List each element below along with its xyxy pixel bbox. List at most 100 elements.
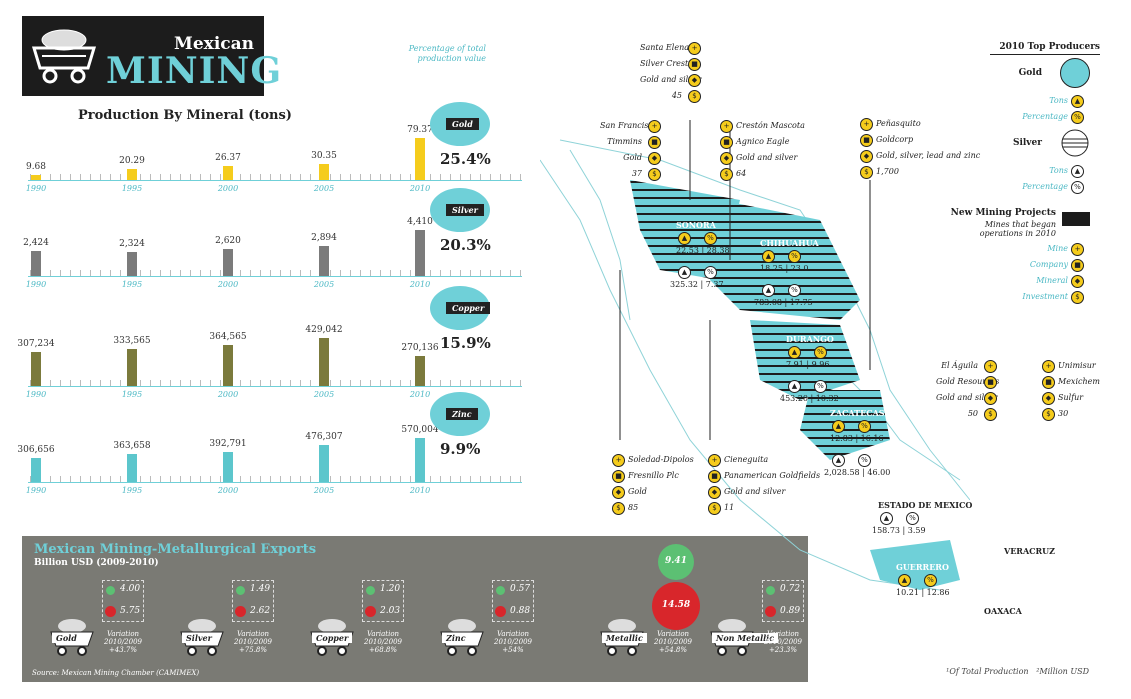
legend-rule [990, 54, 1100, 55]
bar-value-label: 2,894 [311, 232, 337, 243]
axis-tick [70, 380, 71, 386]
project-icon: $ [720, 168, 733, 181]
axis-tick [120, 380, 121, 386]
bar [127, 169, 137, 180]
axis-tick [60, 270, 61, 276]
export-mineral-label: Gold [52, 633, 81, 643]
axis-tick [450, 174, 451, 180]
axis-tick [520, 270, 521, 276]
axis-tick [360, 174, 361, 180]
legend-silver-circle [1061, 129, 1089, 157]
axis-tick [500, 380, 501, 386]
year-label: 2010 [409, 280, 431, 289]
axis-tick [220, 380, 221, 386]
axis-tick [190, 270, 191, 276]
project-text: Peñasquito [876, 119, 921, 128]
state-name: OAXACA [984, 606, 1022, 616]
axis-tick [460, 476, 461, 482]
bar [223, 451, 233, 482]
bar [319, 338, 329, 386]
axis-tick [290, 174, 291, 180]
axis-tick [80, 476, 81, 482]
axis-tick [30, 380, 31, 386]
project-text: 11 [724, 503, 735, 512]
axis-tick [430, 380, 431, 386]
axis-tick [70, 174, 71, 180]
axis-tick [290, 380, 291, 386]
axis-tick [290, 270, 291, 276]
project-icon: $ [688, 90, 701, 103]
axis-tick [280, 380, 281, 386]
axis-tick [450, 380, 451, 386]
project-icon: ■ [720, 136, 733, 149]
year-label: 1995 [121, 280, 143, 289]
axis-tick [240, 174, 241, 180]
variation-value: +68.8% [368, 646, 398, 654]
state-sonora [630, 180, 740, 280]
axis-tick [500, 174, 501, 180]
axis-tick [330, 476, 331, 482]
state-silver-values: 453.20 | 10.32 [780, 394, 839, 403]
project-icon: + [612, 454, 625, 467]
export-2009-value: 0.57 [510, 584, 531, 594]
production-heading: Production By Mineral (tons) [78, 108, 292, 123]
bar [223, 248, 233, 276]
axis-tick [100, 380, 101, 386]
mineral-badge-label: Zinc [446, 408, 478, 420]
bar-value-label: 476,307 [305, 432, 343, 443]
exports-title: Mexican Mining-Metallurgical Exports [34, 542, 317, 557]
project-icon: ■ [984, 376, 997, 389]
variation-label: Variation 2010/2009 [364, 630, 402, 646]
axis-tick [140, 380, 141, 386]
axis-tick [270, 174, 271, 180]
year-label: 2000 [217, 486, 239, 495]
title-top: Mexican [174, 34, 254, 54]
silver-tons-icon: ▲ [1071, 165, 1084, 178]
axis-tick [150, 380, 151, 386]
project-text: Mexichem [1058, 377, 1100, 386]
footnote-one: Of Total Production [949, 667, 1029, 676]
axis-tick [50, 476, 51, 482]
axis-line [28, 276, 522, 277]
percentage-note: Percentage of total production value [408, 44, 486, 63]
variation-value: +23.3% [768, 646, 798, 654]
state-silver-icon: ▲ [832, 454, 845, 467]
export-2009-dot [236, 586, 245, 595]
project-text: Goldcorp [876, 135, 914, 144]
state-name: GUERRERO [896, 562, 949, 572]
axis-tick [500, 476, 501, 482]
export-2010-circle [652, 582, 700, 630]
axis-tick [80, 380, 81, 386]
bar-value-label: 26.37 [215, 153, 241, 164]
axis-tick [210, 380, 211, 386]
export-2010-dot [495, 606, 506, 617]
legend-company-label: Company [1029, 260, 1068, 269]
axis-tick [380, 270, 381, 276]
state-silver-icon: ▲ [678, 266, 691, 279]
mineral-share: 20.3% [440, 236, 491, 254]
axis-tick [390, 174, 391, 180]
year-label: 2005 [313, 486, 335, 495]
project-icon: ■ [1042, 376, 1055, 389]
project-icon: + [688, 42, 701, 55]
variation-value: +75.8% [238, 646, 268, 654]
state-silver-values: 325.32 | 7.37 [670, 280, 724, 289]
state-silver-pct-icon: % [704, 266, 717, 279]
state-guerrero [870, 540, 960, 590]
bar-value-label: 392,791 [209, 438, 247, 449]
axis-tick [450, 476, 451, 482]
project-text: Gold and silver [936, 393, 998, 402]
axis-tick [440, 476, 441, 482]
axis-tick [370, 380, 371, 386]
axis-tick [480, 174, 481, 180]
export-mineral-label: Zinc [442, 633, 470, 643]
export-2010-dot [765, 606, 776, 617]
axis-tick [380, 174, 381, 180]
axis-tick [60, 380, 61, 386]
state-gold-pct-icon: % [788, 250, 801, 263]
export-2009-value: 9.41 [665, 556, 687, 566]
project-text: Fresnillo Plc [628, 471, 679, 480]
state-gold-values: 18.25 | 23.0 [760, 264, 809, 273]
year-label: 2005 [313, 390, 335, 399]
